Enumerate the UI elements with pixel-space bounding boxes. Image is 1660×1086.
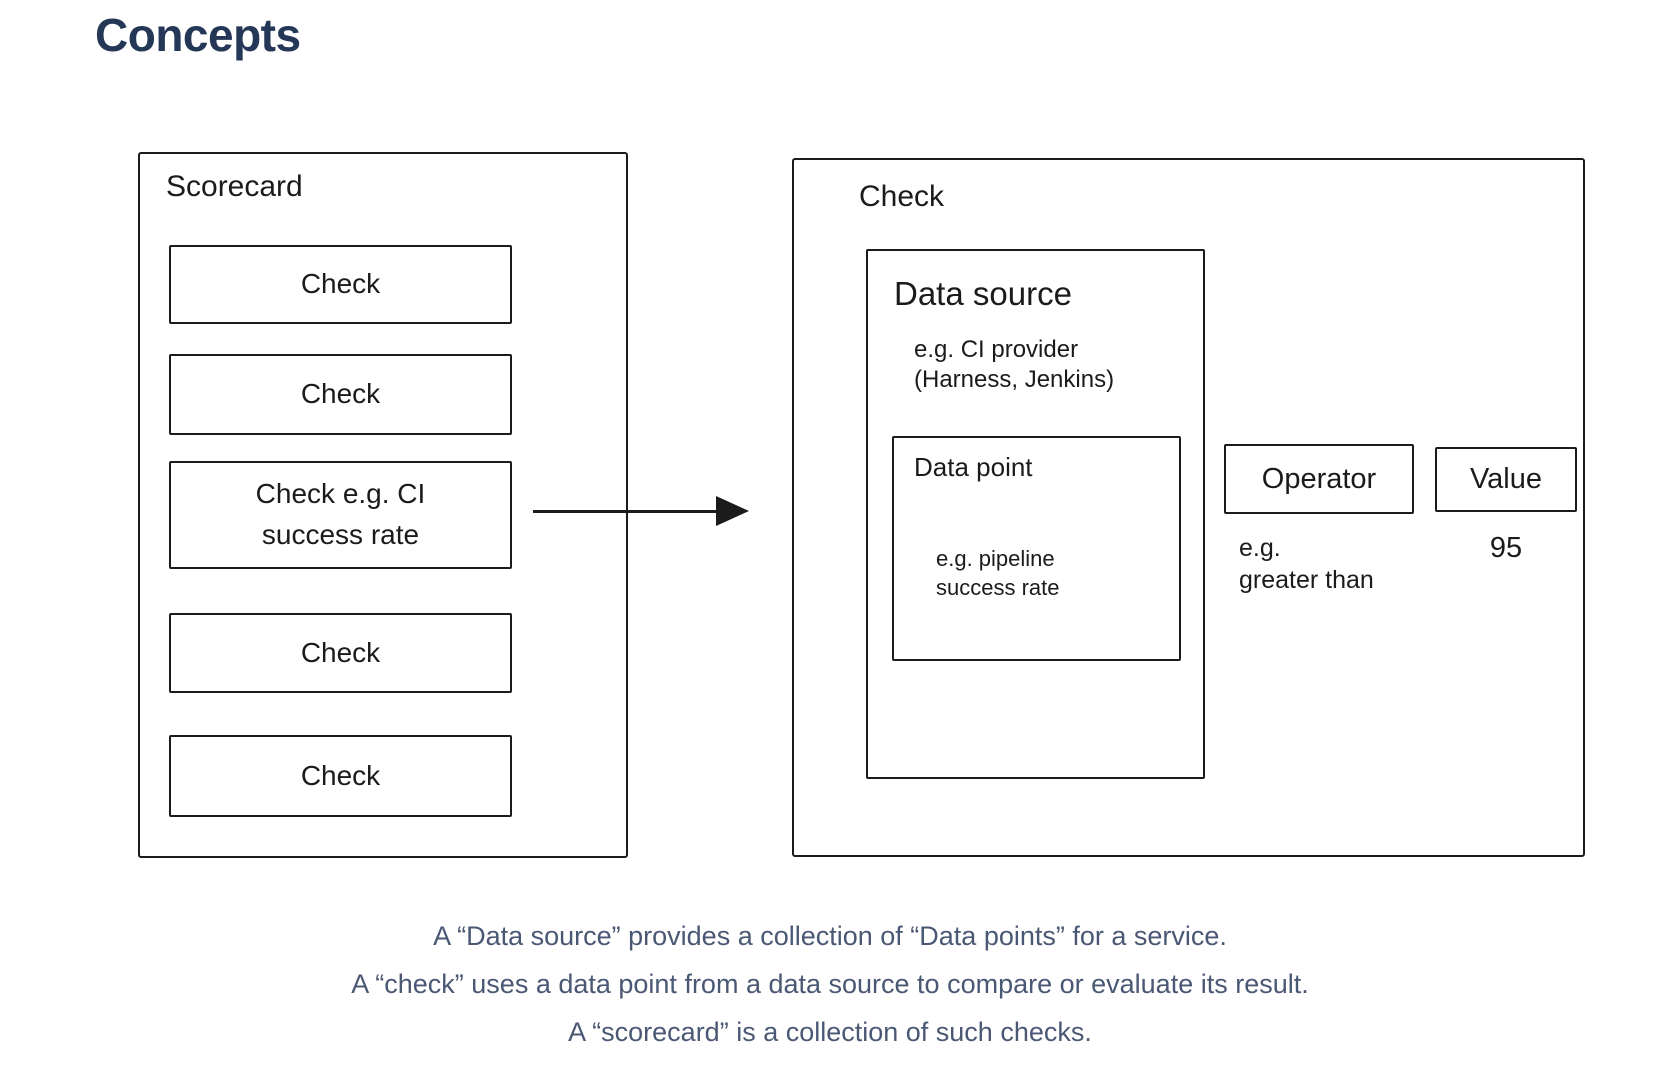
data-source-example-line1: e.g. CI provider xyxy=(914,336,1079,363)
data-point-example-line2: success rate xyxy=(936,575,1060,600)
check-panel-label: Check xyxy=(859,180,945,213)
check-item: Check xyxy=(169,735,512,817)
value-example: 95 xyxy=(1489,532,1523,564)
footer-line-3: A “scorecard” is a collection of such ch… xyxy=(568,1017,1092,1047)
scorecard-to-check-arrow-line xyxy=(533,510,719,513)
check-item: Check xyxy=(169,613,512,693)
check-item: Check xyxy=(169,245,512,324)
scorecard-box: Scorecard Check Check Check e.g. CI succ… xyxy=(138,152,628,858)
operator-example: e.g. greater than xyxy=(1239,532,1374,596)
data-source-box: Data source e.g. CI provider (Harness, J… xyxy=(866,249,1205,779)
footer-explanation: A “Data source” provides a collection of… xyxy=(0,912,1660,1056)
data-point-box: Data point e.g. pipeline success rate xyxy=(892,436,1181,661)
data-source-example-line2: (Harness, Jenkins) xyxy=(914,366,1115,393)
check-item: Check xyxy=(169,354,512,435)
footer-line-2: A “check” uses a data point from a data … xyxy=(351,969,1309,999)
data-point-label: Data point xyxy=(914,452,1033,482)
arrow-right-icon xyxy=(716,496,749,526)
operator-label: Operator xyxy=(1261,462,1377,495)
operator-example-line2: greater than xyxy=(1239,566,1374,594)
value-box: Value xyxy=(1435,447,1577,512)
data-source-example: e.g. CI provider (Harness, Jenkins) xyxy=(914,335,1114,395)
value-label: Value xyxy=(1469,463,1543,495)
data-point-example-line1: e.g. pipeline xyxy=(936,546,1055,571)
data-point-example: e.g. pipeline success rate xyxy=(936,544,1060,602)
footer-line-1: A “Data source” provides a collection of… xyxy=(433,921,1227,951)
operator-box: Operator xyxy=(1224,444,1414,514)
scorecard-label: Scorecard xyxy=(166,170,303,203)
data-source-label: Data source xyxy=(894,275,1072,312)
page-title: Concepts xyxy=(95,9,301,61)
check-panel-box: Check Data source e.g. CI provider (Harn… xyxy=(792,158,1585,857)
operator-example-line1: e.g. xyxy=(1239,534,1281,562)
check-item-ci-success-rate: Check e.g. CI success rate xyxy=(169,461,512,569)
